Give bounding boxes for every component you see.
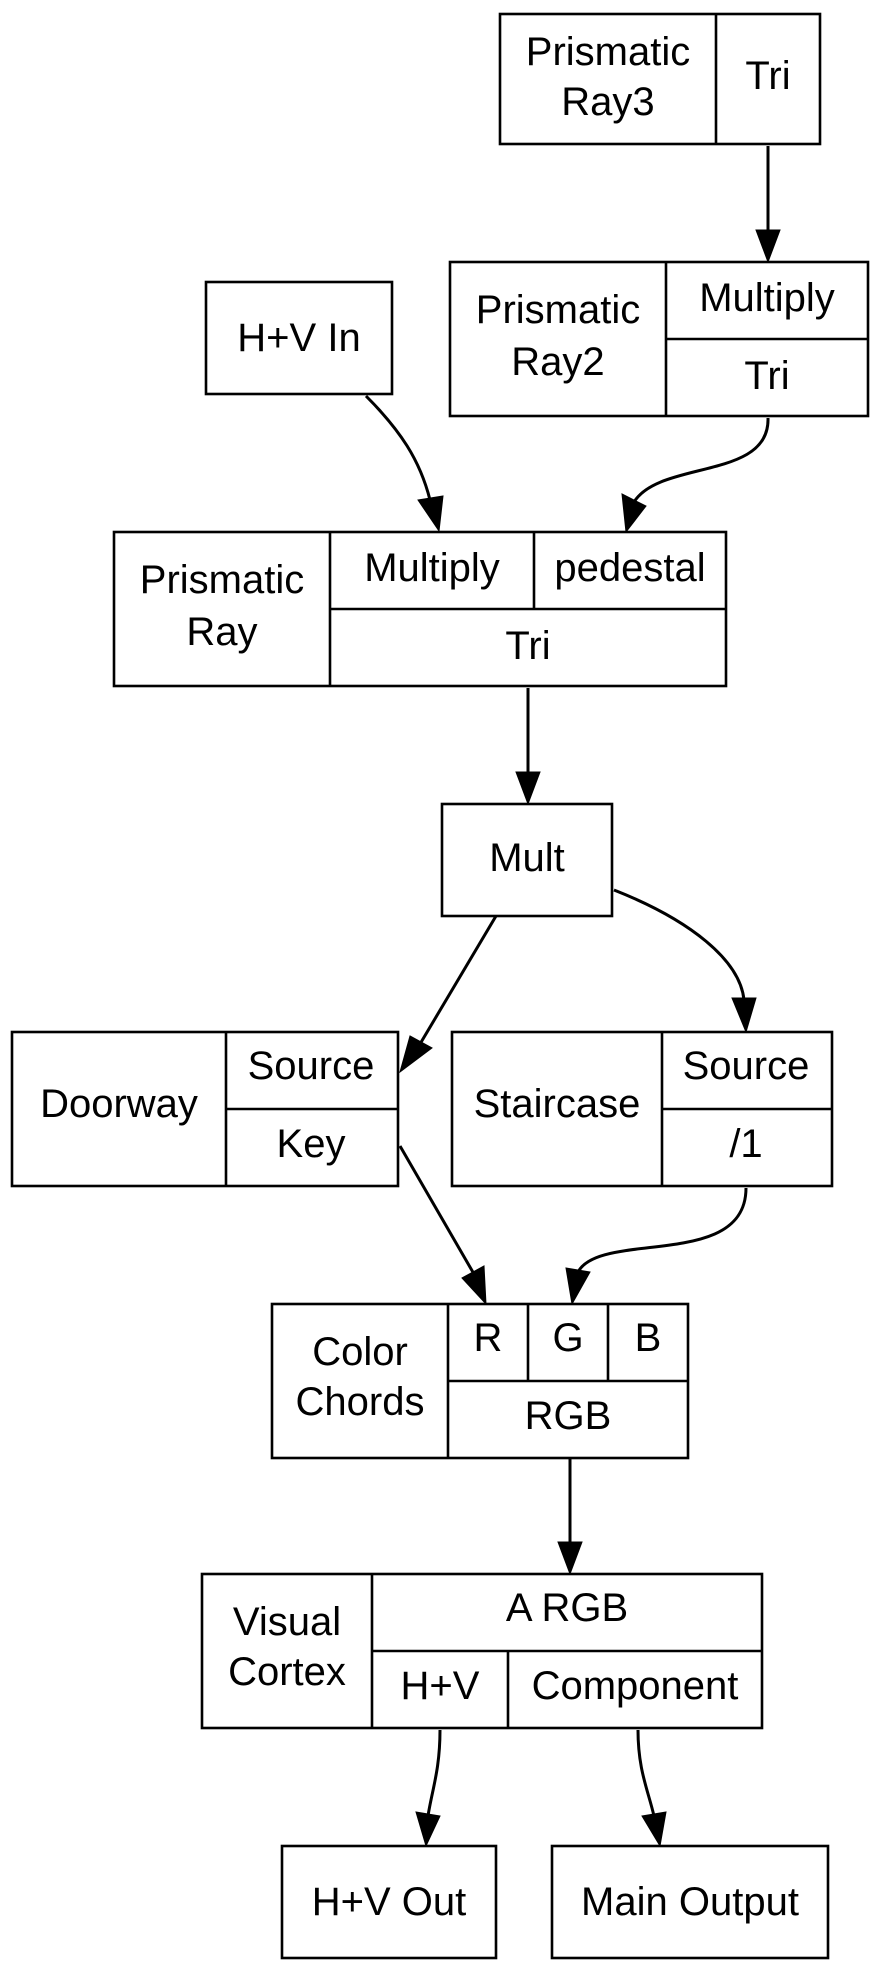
edge-doorway-key-to-chords-r [398,1145,476,1275]
node-hv-out[interactable]: H+V Out [280,1844,498,1960]
node-prismatic-ray[interactable]: Prismatic Ray Multiply pedestal Tri [112,530,728,688]
arrowhead-ray-multiply [417,495,444,533]
node-mult[interactable]: Mult [440,802,614,918]
port-rgb[interactable]: RGB [525,1394,612,1438]
port-tri[interactable]: Tri [505,624,550,668]
node-title-line-2: Ray3 [561,80,654,124]
arrowhead-chords-r [461,1265,487,1306]
edge-mult-to-doorway-source [418,915,498,1045]
edge-cortex-hv-to-hvout [426,1729,442,1817]
port-argb[interactable]: A RGB [506,1586,628,1630]
edge-staircase-1-to-chords-g [576,1187,748,1273]
node-title-line-1: Visual [233,1600,341,1644]
node-title-line-1: Prismatic [140,558,304,602]
node-title-line-1: Prismatic [526,30,690,74]
port-tri[interactable]: Tri [745,54,790,98]
port-g[interactable]: G [552,1316,583,1360]
arrowhead-mult [515,771,541,806]
port-div1[interactable]: /1 [729,1122,762,1166]
arrowhead-ray-pedestal [621,493,647,534]
node-main-output[interactable]: Main Output [550,1844,830,1960]
arrowhead-hvout [415,1811,441,1848]
node-title-line-1: Prismatic [476,288,640,332]
port-r[interactable]: R [474,1316,503,1360]
node-title-line-2: Ray2 [511,340,604,384]
node-staircase[interactable]: Staircase Source /1 [450,1030,834,1188]
node-prismatic-ray3[interactable]: Prismatic Ray3 Tri [498,12,822,146]
node-title-line-1: Color [312,1330,408,1374]
port-hv[interactable]: H+V [401,1664,480,1708]
node-label: Mult [489,836,565,880]
port-source[interactable]: Source [683,1044,810,1088]
port-pedestal[interactable]: pedestal [554,546,705,590]
node-label: H+V In [237,316,360,360]
node-label: H+V Out [312,1880,467,1924]
node-visual-cortex[interactable]: Visual Cortex A RGB H+V Component [200,1572,764,1730]
edge-ray2-tri-to-ray-pedestal [632,417,770,503]
port-multiply[interactable]: Multiply [364,546,500,590]
arrowhead-main-output [641,1811,667,1848]
port-b[interactable]: B [635,1316,662,1360]
port-tri[interactable]: Tri [744,354,789,398]
node-title-line-2: Chords [296,1380,425,1424]
edge-cortex-component-to-main [636,1729,656,1817]
node-color-chords[interactable]: Color Chords R G B RGB [270,1302,690,1460]
edges [364,146,781,1848]
port-component[interactable]: Component [532,1664,739,1708]
node-doorway[interactable]: Doorway Source Key [10,1030,400,1188]
node-title-line-2: Cortex [228,1650,346,1694]
node-title-line-2: Ray [186,610,257,654]
port-key[interactable]: Key [277,1122,346,1166]
arrowhead-ray2-multiply [755,229,781,264]
arrowhead-chords-g [565,1267,591,1306]
node-label: Staircase [474,1082,641,1126]
port-multiply[interactable]: Multiply [699,276,835,320]
node-prismatic-ray2[interactable]: Prismatic Ray2 Multiply Tri [448,260,870,418]
arrowhead-staircase-source [731,997,757,1034]
edge-hvin-to-ray-multiply [364,394,432,501]
node-label: Doorway [40,1082,198,1126]
port-source[interactable]: Source [248,1044,375,1088]
arrowhead-cortex-argb [557,1541,583,1576]
arrowhead-doorway-source [399,1035,433,1074]
node-hv-in[interactable]: H+V In [204,280,394,396]
edge-mult-to-staircase-source [613,888,746,1001]
node-label: Main Output [581,1880,799,1924]
